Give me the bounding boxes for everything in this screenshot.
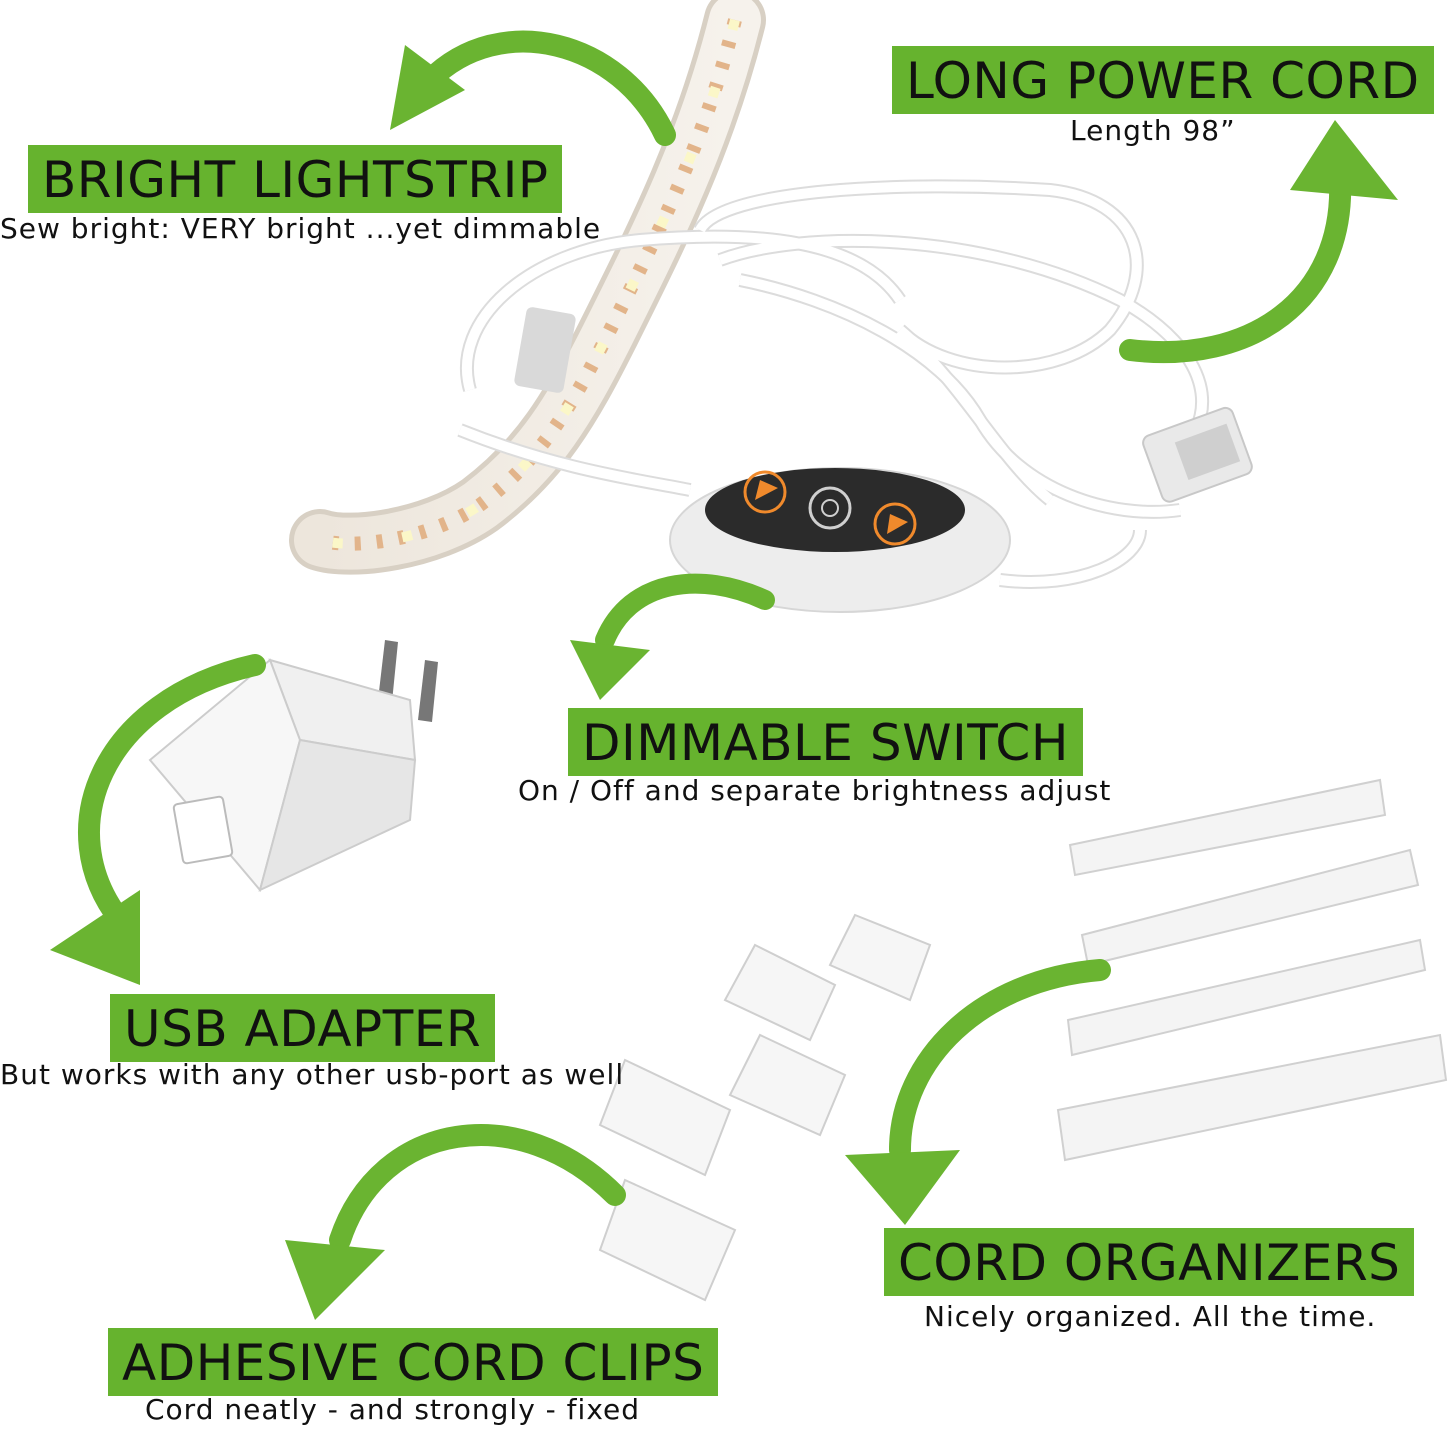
play-button-icon (873, 502, 917, 546)
usb-adapter-title: USB ADAPTER (110, 994, 496, 1062)
cord-organizers-title: CORD ORGANIZERS (884, 1228, 1415, 1296)
curved-arrow-icon (50, 654, 266, 985)
usb-adapter-subtitle: But works with any other usb-port as wel… (0, 1058, 625, 1091)
cord-organizers-subtitle: Nicely organized. All the time. (924, 1300, 1377, 1333)
switch-title: DIMMABLE SWITCH (568, 708, 1083, 776)
curved-arrow-icon (1119, 120, 1398, 364)
cord-organizer-strips (1056, 778, 1448, 1162)
curved-arrow-icon (570, 573, 775, 700)
power-cord (457, 179, 1210, 589)
power-cord-subtitle: Length 98” (1070, 114, 1236, 147)
power-cord-title: LONG POWER CORD (892, 46, 1434, 114)
cord-clips-title: ADHESIVE CORD CLIPS (108, 1328, 719, 1396)
curved-arrow-icon (285, 1124, 626, 1320)
lightstrip-subtitle: Sew bright: VERY bright ...yet dimmable (0, 212, 602, 245)
dimmer-switch (669, 467, 1011, 613)
curved-arrow-icon (845, 959, 1111, 1225)
curved-arrow-icon (390, 30, 676, 146)
usb-wall-adapter (148, 640, 438, 893)
switch-subtitle: On / Off and separate brightness adjust (518, 774, 1112, 807)
led-lightstrip (289, 0, 766, 575)
lightstrip-title: BRIGHT LIGHTSTRIP (28, 145, 563, 213)
play-button-icon (743, 470, 787, 514)
power-button-icon (808, 486, 852, 530)
adhesive-cord-clips (598, 913, 932, 1302)
usb-plug (1142, 406, 1253, 503)
cord-clips-subtitle: Cord neatly - and strongly - fixed (145, 1393, 641, 1426)
